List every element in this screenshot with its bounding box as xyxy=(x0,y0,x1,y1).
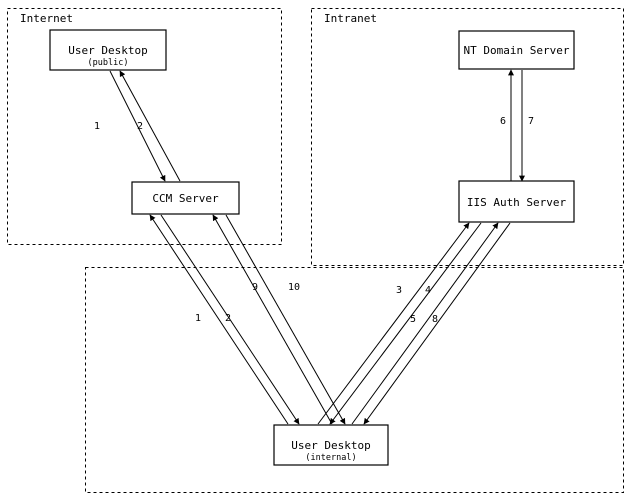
zone-internet-border xyxy=(7,8,282,245)
edge-3-label: 3 xyxy=(396,285,402,296)
zone-internet-label: Internet xyxy=(20,12,73,25)
edge-6-label: 6 xyxy=(500,116,506,127)
edge-9-label: 9 xyxy=(252,282,258,293)
node-user-desktop-internal[interactable]: User Desktop (internal) xyxy=(273,424,389,466)
edge-5-line xyxy=(351,222,499,425)
edge-1-public-line xyxy=(109,70,166,182)
node-user-desktop-internal-title: User Desktop xyxy=(291,439,370,452)
edge-6: 6 xyxy=(500,69,514,181)
edge-9-line xyxy=(212,214,333,425)
edge-2-internal-label: 2 xyxy=(225,313,231,324)
node-ccm-server[interactable]: CCM Server xyxy=(131,181,240,215)
edge-9: 9 xyxy=(212,214,333,425)
edge-1-internal: 1 xyxy=(149,214,289,425)
edge-8-label: 8 xyxy=(432,314,438,325)
node-user-desktop-public-subtitle: (public) xyxy=(88,58,129,68)
zone-internal-lan xyxy=(85,267,624,493)
edge-5: 5 xyxy=(351,222,499,425)
edge-2-public-line xyxy=(119,70,181,182)
edge-8: 8 xyxy=(363,222,511,425)
edge-3-line xyxy=(317,222,470,425)
edge-4-line xyxy=(329,222,482,425)
edge-2-public-label: 2 xyxy=(137,121,143,132)
node-nt-domain-server[interactable]: NT Domain Server xyxy=(458,30,575,70)
edge-1-public: 1 xyxy=(94,70,166,182)
node-user-desktop-public[interactable]: User Desktop (public) xyxy=(49,29,167,71)
edge-2-public: 2 xyxy=(119,70,181,182)
edge-1-public-label: 1 xyxy=(94,121,100,132)
edge-8-line xyxy=(363,222,511,425)
node-iis-auth-server-title: IIS Auth Server xyxy=(467,196,567,209)
edge-2-internal-line xyxy=(160,214,300,425)
node-ccm-server-box[interactable] xyxy=(131,181,240,215)
node-user-desktop-public-title: User Desktop xyxy=(68,44,147,57)
edge-7-label: 7 xyxy=(528,116,534,127)
edge-10: 10 xyxy=(225,214,346,425)
node-ccm-server-title: CCM Server xyxy=(152,192,219,205)
node-nt-domain-server-box[interactable] xyxy=(458,30,575,70)
zone-intranet-label: Intranet xyxy=(324,12,377,25)
zone-internal-lan-border xyxy=(85,267,624,493)
edge-1-internal-label: 1 xyxy=(195,313,201,324)
zone-intranet: Intranet xyxy=(311,8,624,266)
node-iis-auth-server-box[interactable] xyxy=(458,180,575,223)
edge-4-label: 4 xyxy=(425,285,431,296)
edge-10-line xyxy=(225,214,346,425)
zone-internet: Internet xyxy=(7,8,282,245)
node-nt-domain-server-title: NT Domain Server xyxy=(464,44,570,57)
zone-intranet-border xyxy=(311,8,624,266)
node-user-desktop-internal-box[interactable] xyxy=(273,424,389,466)
edge-2-internal: 2 xyxy=(160,214,300,425)
edge-4: 4 xyxy=(329,222,482,425)
edge-10-label: 10 xyxy=(288,282,300,293)
node-iis-auth-server[interactable]: IIS Auth Server xyxy=(458,180,575,223)
node-user-desktop-internal-subtitle: (internal) xyxy=(305,453,356,463)
edge-5-label: 5 xyxy=(410,314,416,325)
node-user-desktop-public-box[interactable] xyxy=(49,29,167,71)
edge-3: 3 xyxy=(317,222,470,425)
edge-1-internal-line xyxy=(149,214,289,425)
edge-7: 7 xyxy=(519,70,534,182)
